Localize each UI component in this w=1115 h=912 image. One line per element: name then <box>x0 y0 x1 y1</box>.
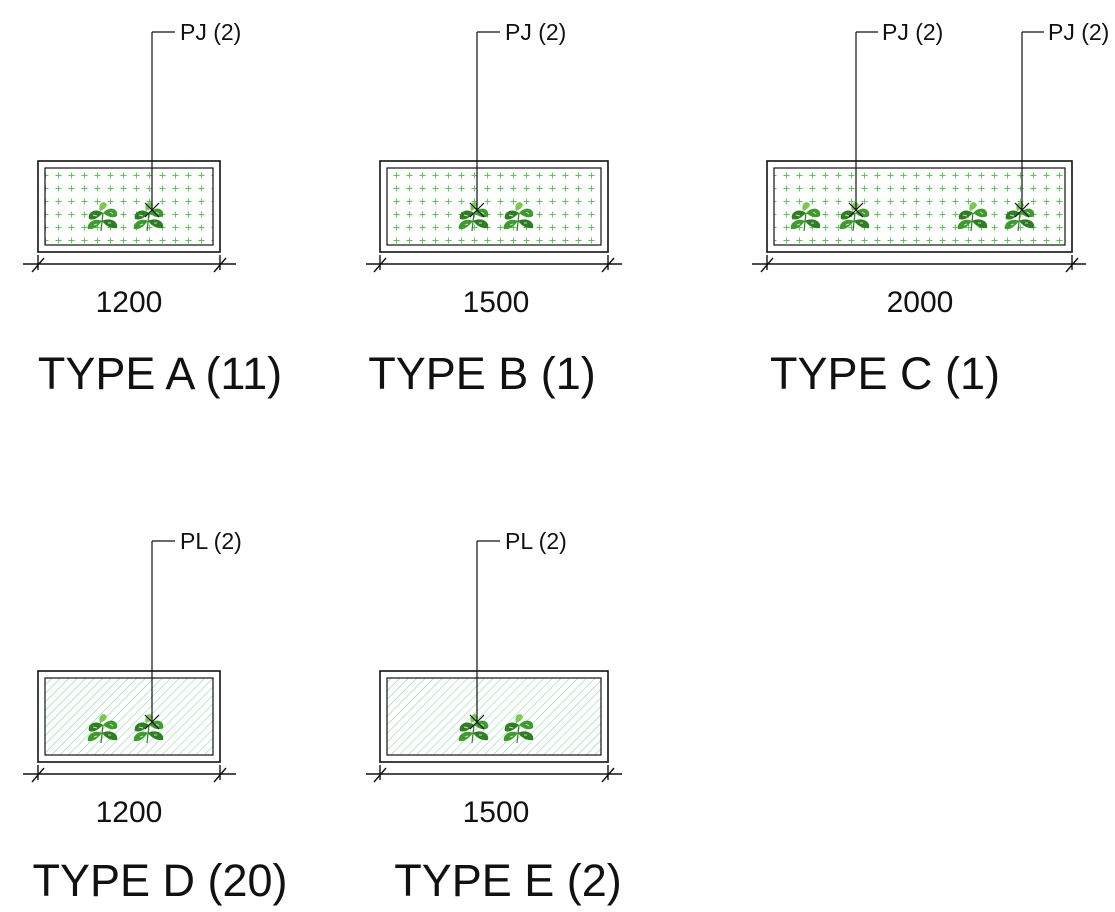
dimension-label: 1500 <box>463 796 530 829</box>
callout-label: PJ (2) <box>505 19 566 45</box>
planter-type-title: TYPE D (20) <box>32 855 287 906</box>
callout-label: PJ (2) <box>882 19 943 45</box>
callout-label: PL (2) <box>505 528 567 554</box>
callout-leader <box>469 540 500 730</box>
planter-outer-wall <box>379 670 609 763</box>
planter-type-a: PJ (2) 1200 TYPE A (11) <box>23 19 282 399</box>
planter-outer-wall <box>379 160 609 253</box>
planter-type-title: TYPE A (11) <box>38 348 282 399</box>
dimension-label: 2000 <box>887 286 954 319</box>
planter-type-title: TYPE E (2) <box>394 855 622 906</box>
planter-outer-wall <box>766 160 1073 253</box>
dimension-line <box>752 255 1086 273</box>
dimension-line <box>366 255 622 273</box>
dimension-line <box>23 765 236 783</box>
planter-type-b: PJ (2) 1500 TYPE B (1) <box>366 19 622 399</box>
planter-outer-wall <box>37 160 221 253</box>
planter-soil-fill <box>44 167 214 246</box>
planter-type-c: PJ (2) PJ (2) 2000 TYPE C (1) <box>752 19 1109 399</box>
callout-label: PJ (2) <box>180 19 241 45</box>
dimension-label: 1500 <box>463 286 530 319</box>
callout-label: PL (2) <box>180 528 242 554</box>
callout-leader <box>848 31 878 218</box>
planter-type-title: TYPE B (1) <box>368 348 596 399</box>
dimension-label: 1200 <box>96 286 163 319</box>
planter-type-title: TYPE C (1) <box>770 348 1000 399</box>
planter-outer-wall <box>37 670 221 763</box>
dimension-label: 1200 <box>96 796 163 829</box>
callout-leader <box>1014 31 1044 218</box>
callout-label: PJ (2) <box>1048 19 1109 45</box>
planter-type-e: PL (2) 1500 TYPE E (2) <box>366 528 622 906</box>
callout-leader <box>144 31 175 218</box>
planter-type-d: PL (2) 1200 TYPE D (20) <box>23 528 288 906</box>
callout-leader <box>144 540 175 730</box>
planter-soil-fill <box>386 167 602 246</box>
dimension-line <box>23 255 236 273</box>
dimension-line <box>366 765 622 783</box>
planter-soil-fill <box>44 677 214 756</box>
callout-leader <box>469 31 500 218</box>
planter-soil-fill <box>386 677 602 756</box>
